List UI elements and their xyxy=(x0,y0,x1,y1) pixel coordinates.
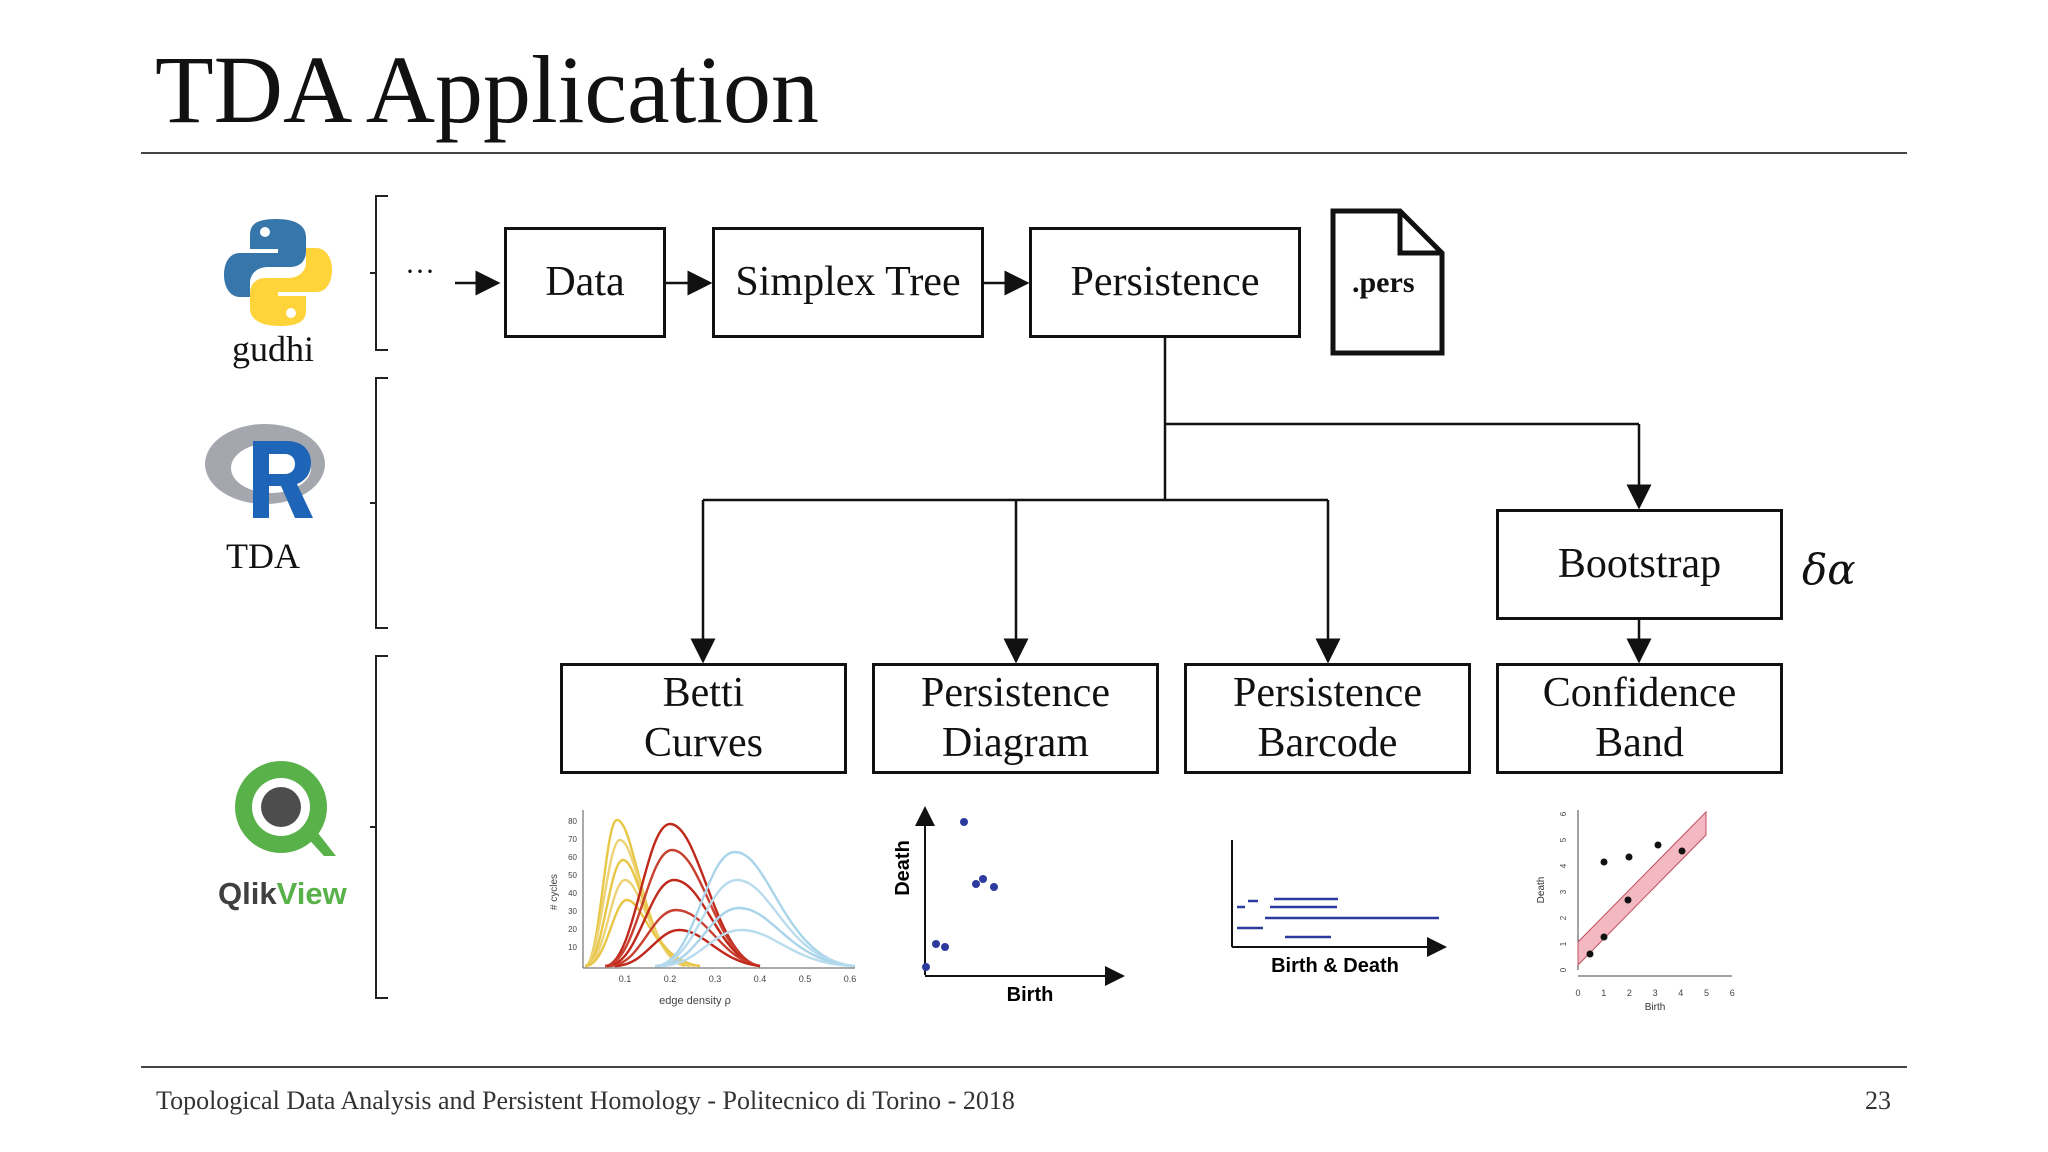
confidence-xtick-label: 2 xyxy=(1627,988,1632,998)
confidence-band-box: Confidence Band xyxy=(1496,663,1783,774)
betti-xlabel: edge density ρ xyxy=(659,995,731,1007)
betti-ytick-label: 40 xyxy=(568,889,577,898)
betti-xtick-label: 0.2 xyxy=(664,974,677,984)
r-logo-icon xyxy=(205,424,325,518)
betti-curves-thumbnail: 80 70 60 50 40 30 20 10 0.1 0.2 0.3 0.4 0.5 0.6 # cy… xyxy=(549,810,857,1007)
betti-xtick-label: 0.1 xyxy=(619,974,632,984)
confidence-ytick-label: 4 xyxy=(1559,863,1568,868)
simplex-tree-label: Simplex Tree xyxy=(735,258,961,305)
confidence-ylabel: Death xyxy=(1536,877,1547,904)
qlikview-label: QlikView xyxy=(218,876,347,911)
betti-ytick-label: 60 xyxy=(568,853,577,862)
data-label: Data xyxy=(545,258,625,305)
confidence-xtick-label: 1 xyxy=(1601,988,1606,998)
confidence-ytick-label: 1 xyxy=(1559,941,1568,946)
delta-alpha-symbol: δα xyxy=(1802,545,1856,594)
betti-ytick-label: 70 xyxy=(568,835,577,844)
tool-brackets xyxy=(370,195,388,999)
persistence-diagram-label: Persistence Diagram xyxy=(921,669,1110,766)
simplex-tree-box: Simplex Tree xyxy=(712,227,984,338)
data-box: Data xyxy=(504,227,666,338)
page-number: 23 xyxy=(1865,1086,1891,1115)
betti-xtick-label: 0.6 xyxy=(844,974,857,984)
confidence-ytick-label: 2 xyxy=(1559,915,1568,920)
confidence-xtick-label: 5 xyxy=(1704,988,1709,998)
confidence-xtick-label: 3 xyxy=(1653,988,1658,998)
title-divider xyxy=(141,152,1907,154)
gudhi-label: gudhi xyxy=(232,329,315,369)
betti-xtick-label: 0.5 xyxy=(799,974,812,984)
pers-file-icon xyxy=(1330,208,1445,356)
betti-ytick-label: 10 xyxy=(568,943,577,952)
bootstrap-box: Bootstrap xyxy=(1496,509,1783,620)
diagram-ylabel: Death xyxy=(895,840,914,896)
slide-title: TDA Application xyxy=(155,36,819,143)
persistence-barcode-label: Persistence Barcode xyxy=(1233,669,1422,766)
persistence-barcode-thumbnail: Birth & Death xyxy=(1231,840,1447,977)
confidence-xtick-label: 0 xyxy=(1575,988,1580,998)
betti-curves-label: Betti Curves xyxy=(644,669,763,766)
qlikview-logo-icon xyxy=(235,761,336,856)
betti-ytick-label: 80 xyxy=(568,817,577,826)
persistence-diagram-thumbnail: Death Birth xyxy=(895,806,1125,1006)
barcode-xlabel: Birth & Death xyxy=(1271,955,1399,977)
tda-label: TDA xyxy=(226,536,300,576)
betti-ytick-label: 20 xyxy=(568,925,577,934)
footer-divider xyxy=(141,1066,1907,1068)
betti-xtick-label: 0.4 xyxy=(754,974,767,984)
confidence-ytick-label: 3 xyxy=(1559,889,1568,894)
confidence-band-thumbnail: 0 1 2 3 4 5 6 0 1 2 3 4 5 6 Death Birth xyxy=(1536,810,1735,1013)
betti-ytick-label: 30 xyxy=(568,907,577,916)
diagram-xlabel: Birth xyxy=(1007,984,1054,1006)
betti-ylabel: # cycles xyxy=(549,874,560,910)
confidence-xtick-label: 4 xyxy=(1678,988,1683,998)
confidence-xtick-label: 6 xyxy=(1730,988,1735,998)
persistence-label: Persistence xyxy=(1070,258,1260,305)
persistence-box: Persistence xyxy=(1029,227,1301,338)
persistence-diagram-box: Persistence Diagram xyxy=(872,663,1159,774)
persistence-barcode-box: Persistence Barcode xyxy=(1184,663,1471,774)
confidence-band-label: Confidence Band xyxy=(1542,669,1737,766)
confidence-ytick-label: 6 xyxy=(1559,811,1568,816)
confidence-ytick-label: 5 xyxy=(1559,837,1568,842)
footer-text: Topological Data Analysis and Persistent… xyxy=(156,1086,1015,1115)
pers-file-label: .pers xyxy=(1352,266,1415,299)
confidence-ytick-label: 0 xyxy=(1559,967,1568,972)
betti-xtick-label: 0.3 xyxy=(709,974,722,984)
betti-curves-box: Betti Curves xyxy=(560,663,847,774)
ellipsis: ··· xyxy=(405,255,435,288)
betti-ytick-label: 50 xyxy=(568,871,577,880)
python-logo-icon xyxy=(224,219,332,326)
confidence-xlabel: Birth xyxy=(1645,1002,1666,1013)
bootstrap-label: Bootstrap xyxy=(1557,540,1722,587)
